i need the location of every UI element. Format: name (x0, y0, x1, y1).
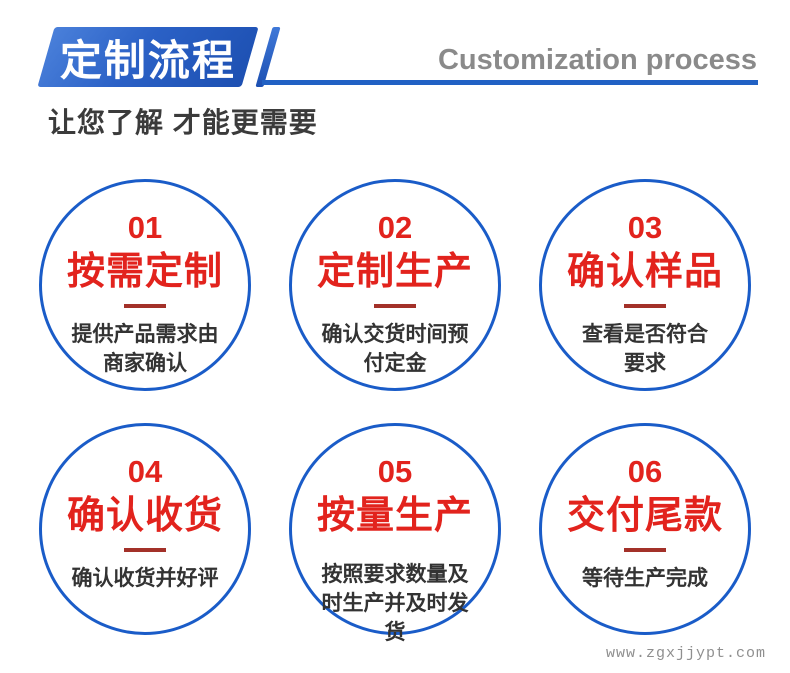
step-title: 按需定制 (66, 251, 223, 293)
step-description: 查看是否符合要求 (582, 322, 708, 375)
step-circle-6: 06 交付尾款 等待生产完成 (539, 423, 751, 635)
step-description: 等待生产完成 (582, 566, 708, 590)
step-description: 确认收货并好评 (71, 566, 219, 590)
step-divider (124, 547, 166, 552)
step-number: 03 (627, 210, 663, 245)
step-divider (624, 547, 666, 552)
step-number: 04 (127, 454, 163, 489)
step-circle-1: 01 按需定制 提供产品需求由商家确认 (39, 179, 251, 391)
header-underline (262, 80, 758, 85)
step-divider (124, 303, 166, 308)
tagline: 让您了解 才能更需要 (48, 107, 318, 138)
step-title: 交付尾款 (566, 495, 723, 537)
step-circle-3: 03 确认样品 查看是否符合要求 (539, 179, 751, 391)
step-number: 02 (377, 210, 413, 245)
step-title: 确认收货 (66, 495, 223, 537)
step-number: 01 (127, 210, 163, 245)
step-title: 确认样品 (566, 251, 723, 293)
step-circle-2: 02 定制生产 确认交货时间预付定金 (289, 179, 501, 391)
subtitle-english: Customization process (437, 44, 757, 76)
banner-slash-decoration (255, 27, 281, 87)
step-circle-5: 05 按量生产 按照要求数量及时生产并及时发货 (289, 423, 501, 644)
step-title: 按量生产 (316, 495, 473, 537)
step-description: 确认交货时间预付定金 (321, 322, 469, 375)
step-description: 按照要求数量及时生产并及时发货 (321, 562, 469, 644)
step-divider (374, 303, 416, 308)
title-banner: 定制流程 (37, 27, 259, 87)
step-number: 05 (377, 454, 413, 489)
watermark: www.zgxjjypt.com (605, 645, 766, 662)
step-title: 定制生产 (316, 251, 473, 293)
step-description: 提供产品需求由商家确认 (71, 322, 219, 375)
page-title: 定制流程 (59, 36, 236, 84)
step-divider (624, 303, 666, 308)
step-circle-4: 04 确认收货 确认收货并好评 (39, 423, 251, 635)
step-number: 06 (627, 454, 663, 489)
